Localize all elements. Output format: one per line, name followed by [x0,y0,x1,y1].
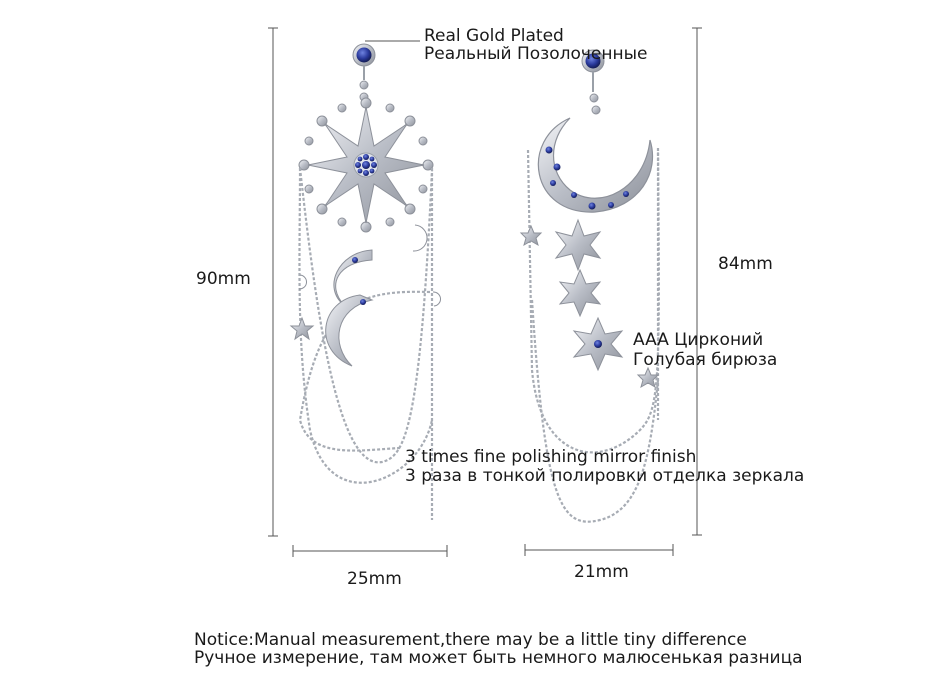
width-right-label: 21mm [574,562,629,582]
starburst-pendant [298,97,434,233]
height-right-label: 84mm [718,254,773,274]
dimension-lines [268,27,702,557]
small-crescents [289,224,441,341]
polish-ru-label: 3 раза в тонкой полировки отделка зеркал… [405,466,805,486]
right-earring [519,49,660,523]
zircon-label-2: Голубая бирюза [633,350,778,370]
gold-plated-en-label: Real Gold Plated [424,26,564,46]
left-chains [298,167,434,520]
polish-en-label: 3 times fine polishing mirror finish [405,447,697,467]
crescent-pendant [325,249,374,367]
notice-ru-label: Ручное измерение, там может быть немного… [194,648,803,668]
gold-plated-ru-label: Реальный Позолоченные [424,44,648,64]
notice-en-label: Notice:Manual measurement,there may be a… [194,630,747,650]
height-left-label: 90mm [196,269,251,289]
moon-pendant [537,117,654,213]
star-center-gem [594,340,602,348]
width-left-label: 25mm [347,569,402,589]
left-earring [289,43,441,520]
zircon-label-1: AAA Цирконий [633,330,764,350]
